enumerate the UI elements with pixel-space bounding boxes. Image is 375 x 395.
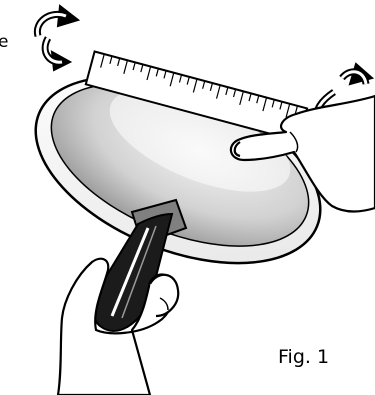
- rotate-arrow-icon-left: [37, 6, 78, 70]
- figure-label: Fig. 1: [278, 348, 329, 367]
- edge-text: e: [0, 34, 8, 51]
